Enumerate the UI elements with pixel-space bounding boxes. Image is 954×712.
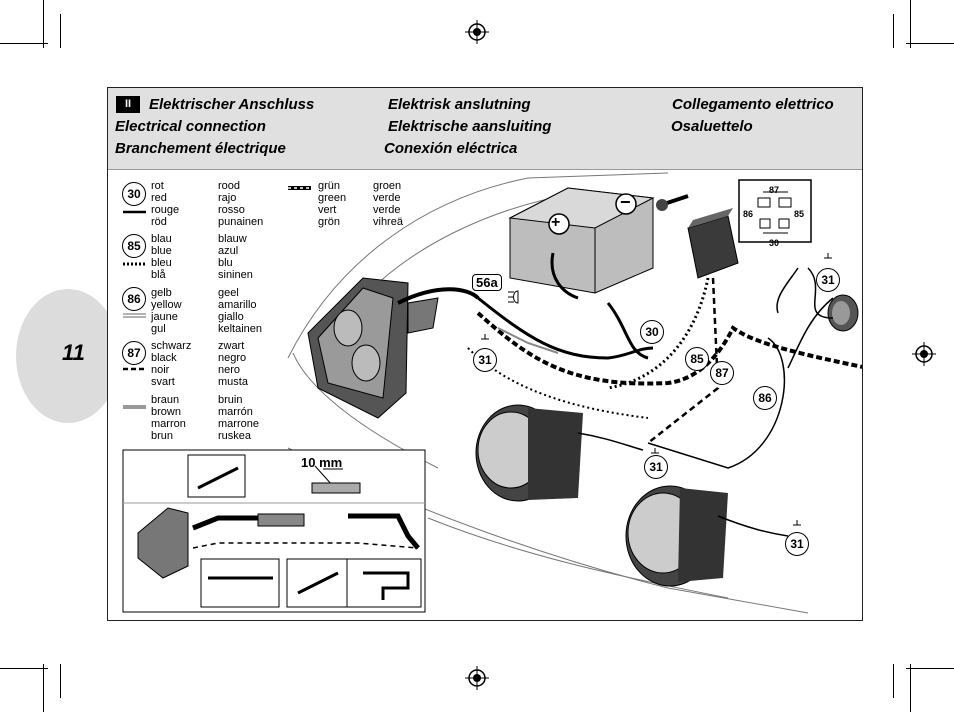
ground-badge-31: 31 [785, 532, 809, 556]
relay-pin-87: 87 [769, 185, 780, 195]
battery-minus-sign: − [620, 192, 631, 212]
registration-mark-icon [465, 20, 489, 44]
crimping-pliers-icon [197, 466, 239, 490]
registration-mark-icon [465, 666, 489, 690]
fog-light-symbol-icon [508, 290, 519, 304]
side-tab [16, 289, 120, 423]
crop-mark [60, 664, 61, 698]
heat-gun-icon [363, 571, 410, 600]
title-fi: Osaluettelo [671, 118, 753, 135]
terminal-badge-87: 87 [710, 361, 734, 385]
screw-icon [656, 194, 689, 211]
switch-icon [827, 294, 859, 332]
title-de: Elektrischer Anschluss [149, 96, 315, 113]
title-sv: Elektrisk anslutning [388, 96, 531, 113]
terminal-label-56a: 56a [472, 274, 502, 291]
terminal-badge-87: 87 [122, 341, 146, 365]
relay-pin-86: 86 [743, 209, 754, 219]
title-nl: Elektrische aansluiting [388, 118, 552, 135]
crop-mark [893, 14, 894, 48]
headlamp-icon [307, 277, 439, 419]
wires [397, 252, 862, 537]
section-badge: II [116, 96, 140, 113]
crimping-pliers-icon [297, 571, 339, 595]
relay-icon [687, 208, 739, 279]
ground-badge-31: 31 [816, 268, 840, 292]
battery-icon [508, 187, 655, 294]
title-it: Collegamento elettrico [672, 96, 834, 113]
relay-pin-85: 85 [794, 209, 805, 219]
terminal-badge-86: 86 [122, 287, 146, 311]
terminal-badge-30: 30 [640, 320, 664, 344]
terminal-badge-30: 30 [122, 182, 146, 206]
inset-panel [122, 449, 426, 613]
crop-mark [906, 43, 954, 44]
ground-badge-31: 31 [644, 455, 668, 479]
terminal-badge-86: 86 [753, 386, 777, 410]
wiring-diagram [122, 172, 862, 614]
battery-plus-sign: + [551, 214, 561, 231]
crop-mark [43, 664, 44, 712]
fog-lamp-icon [475, 404, 583, 502]
crop-mark [906, 668, 954, 669]
strip-length-label: 10 mm [301, 455, 343, 470]
crop-mark [0, 43, 48, 44]
relay-pin-diagram [738, 179, 812, 243]
relay-pin-30: 30 [769, 238, 780, 248]
page-number: 11 [62, 340, 85, 365]
header: II Elektrischer Anschluss Electrical con… [108, 88, 862, 170]
crop-mark [43, 0, 44, 48]
registration-mark-icon [912, 342, 936, 366]
crop-mark [910, 664, 911, 712]
ground-symbol-icon [481, 253, 832, 526]
ground-badge-31: 31 [473, 348, 497, 372]
fog-lamp-icon [625, 485, 728, 587]
terminal-badge-85: 85 [122, 234, 146, 258]
terminal-badge-85: 85 [685, 347, 709, 371]
crop-mark [910, 0, 911, 48]
title-en: Electrical connection [115, 118, 266, 135]
title-fr: Branchement électrique [115, 140, 286, 157]
figure-frame: II Elektrischer Anschluss Electrical con… [107, 87, 863, 621]
crop-mark [0, 668, 48, 669]
legend-swatches [123, 186, 311, 409]
crop-mark [893, 664, 894, 698]
crop-mark [60, 14, 61, 48]
title-es: Conexión eléctrica [384, 140, 518, 157]
